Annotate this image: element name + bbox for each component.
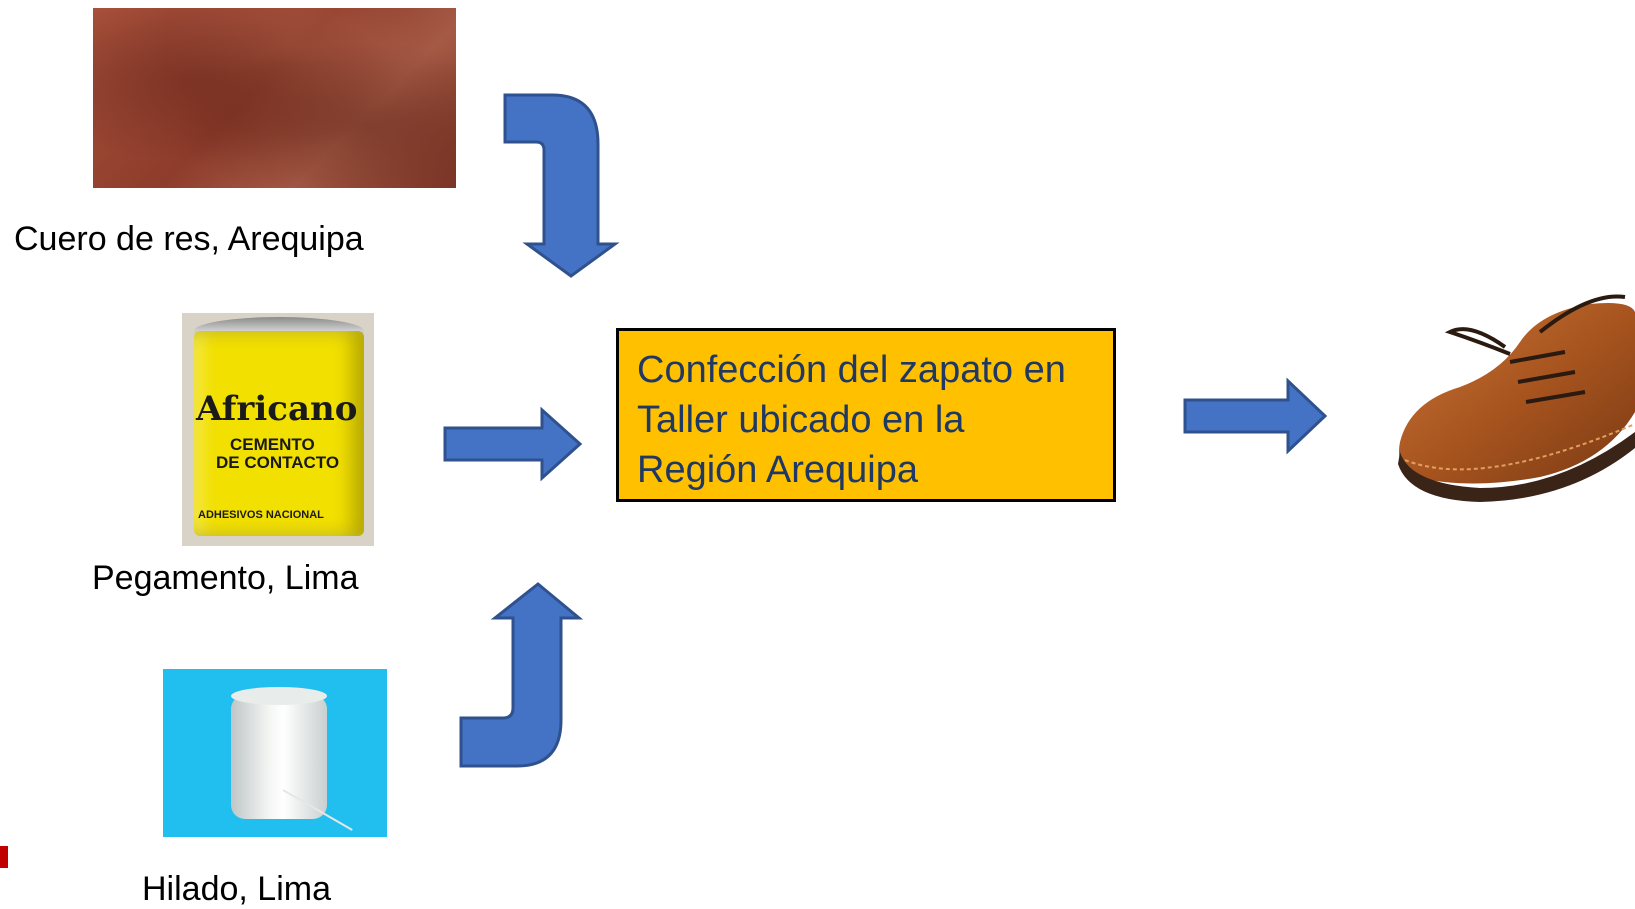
input-label-glue: Pegamento, Lima xyxy=(92,559,359,597)
spool-top xyxy=(231,687,327,705)
can-product-line1: CEMENTO xyxy=(230,435,315,454)
can-brand-text: Africano xyxy=(196,389,358,429)
edge-mark xyxy=(0,846,8,868)
process-box: Confección del zapato en Taller ubicado … xyxy=(616,328,1116,502)
bent-arrow-down-icon xyxy=(503,93,620,278)
leather-texture-image xyxy=(93,8,456,188)
input-label-leather: Cuero de res, Arequipa xyxy=(14,220,364,258)
can-maker-text: ADHESIVOS NACIONAL xyxy=(198,509,324,521)
leather-shoe-image xyxy=(1398,294,1635,502)
can-product-line2: DE CONTACTO xyxy=(216,453,340,472)
glue-can-image: Africano CEMENTO DE CONTACTO ADHESIVOS N… xyxy=(182,313,374,546)
spool-body xyxy=(231,695,327,819)
arrow-right-icon xyxy=(443,406,583,482)
thread-spool-image xyxy=(163,669,387,837)
bent-arrow-up-icon xyxy=(459,582,584,768)
can-body: Africano CEMENTO DE CONTACTO ADHESIVOS N… xyxy=(194,331,364,536)
arrow-right-icon-output xyxy=(1183,377,1328,455)
input-label-thread: Hilado, Lima xyxy=(142,870,331,908)
